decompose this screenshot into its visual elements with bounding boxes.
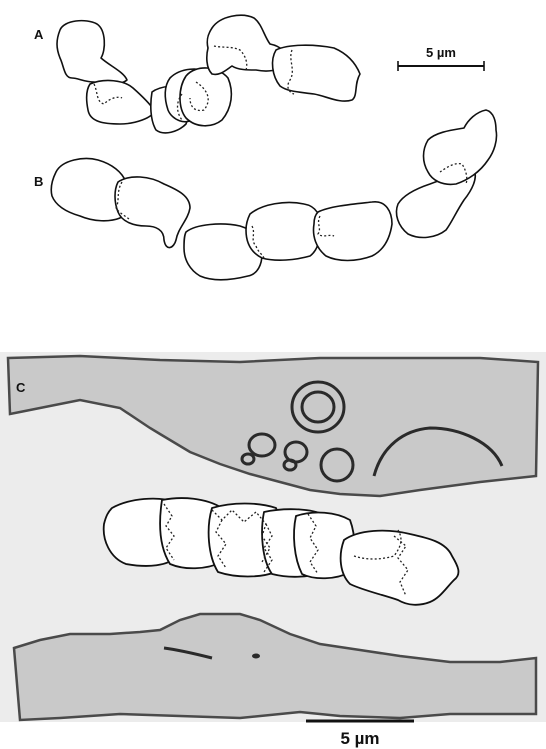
panel-a-cell-7 [273, 45, 360, 101]
lower-vessel-dot [252, 654, 260, 659]
panel-b: B [34, 110, 497, 280]
scale-bar-bottom-label: 5 µm [340, 729, 379, 748]
panel-a: A 5 µm [34, 15, 484, 133]
panel-a-cell-2 [87, 81, 154, 124]
scale-bar-top: 5 µm [398, 45, 484, 71]
panel-b-cell-4 [246, 202, 320, 260]
panel-a-cell-5 [180, 68, 231, 126]
panel-c-label: C [16, 380, 26, 395]
panel-b-cell-7 [424, 110, 497, 184]
panel-b-label: B [34, 174, 43, 189]
panel-a-label: A [34, 27, 44, 42]
panel-a-cell-1 [57, 21, 127, 84]
scale-bar-top-label: 5 µm [426, 45, 456, 60]
panel-c: C [0, 352, 546, 722]
panel-b-cell-5 [314, 202, 393, 261]
panel-b-cell-2 [115, 177, 190, 248]
scale-bar-bottom: 5 µm [306, 721, 414, 748]
